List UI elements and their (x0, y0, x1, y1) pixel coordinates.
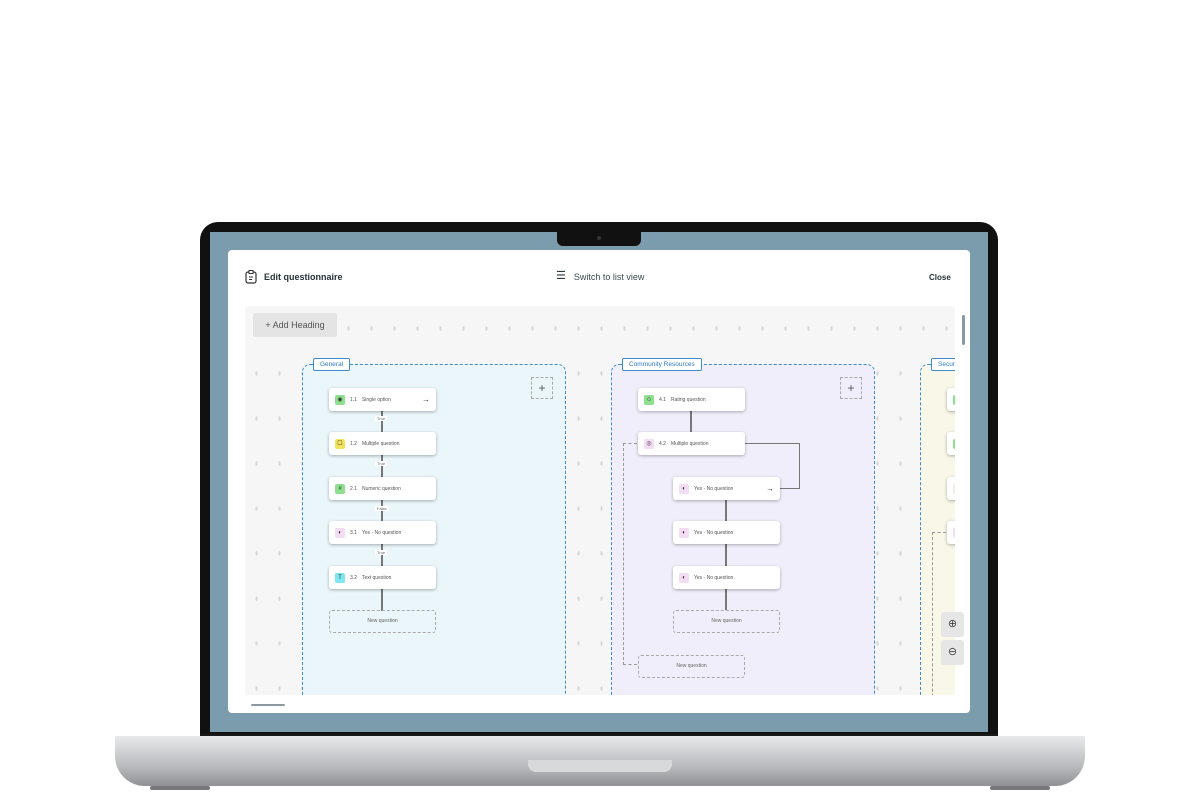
group-label[interactable]: Community Resources (622, 358, 702, 371)
switch-label: Switch to list view (573, 271, 645, 282)
camera-icon (597, 236, 601, 240)
group-security: Secur (920, 358, 955, 695)
group-label[interactable]: General (313, 358, 351, 371)
add-question-button[interactable]: + (840, 377, 862, 399)
half-circle-icon: ◐ (335, 527, 345, 538)
question-label: Single option (361, 396, 391, 403)
text-icon: T (335, 572, 345, 583)
question-card[interactable]: ◐ Yes - No question → (673, 477, 780, 500)
arrow-right-icon[interactable]: → (766, 484, 774, 493)
question-card[interactable] (947, 432, 955, 455)
question-card[interactable]: ◐ 3.1 Yes - No question (329, 521, 436, 544)
question-number: 1.2 (350, 440, 357, 447)
checklist-icon: ☰ (556, 270, 566, 282)
link-label: False (375, 506, 389, 511)
question-label: Yes - No question (694, 574, 734, 581)
link-label: True (375, 461, 388, 466)
laptop-foot (990, 786, 1050, 790)
clipboard-icon (245, 270, 257, 284)
question-label: Yes - No question (361, 529, 402, 536)
question-card[interactable]: ◉ 1.1 Single option → (329, 388, 436, 411)
page-title: Edit questionnaire (264, 272, 343, 282)
half-circle-icon: ◐ (679, 527, 689, 538)
group-community-resources: Community Resources + ✩ 4.1 Rating questio… (611, 358, 875, 695)
link-label: True (375, 550, 388, 555)
question-label: Numeric question (361, 485, 401, 492)
flow-canvas[interactable]: + Add Heading General + ◉ 1.1 Single optio… (245, 306, 955, 695)
question-card[interactable]: T 3.2 Text question (329, 566, 436, 589)
laptop-foot (150, 786, 210, 790)
question-card[interactable] (947, 388, 955, 411)
question-number: 2.1 (350, 485, 357, 492)
close-button[interactable]: Close (929, 273, 951, 282)
number-icon: # (335, 483, 345, 494)
question-card[interactable]: ◐ Yes - No question (673, 521, 780, 544)
question-number: 4.1 (659, 396, 666, 403)
question-card[interactable]: ◎ 4.2 Multiple question (638, 432, 745, 455)
add-heading-button[interactable]: + Add Heading (253, 313, 337, 337)
add-question-button[interactable]: + (531, 377, 553, 399)
new-question-placeholder[interactable]: New question (638, 655, 745, 678)
new-question-placeholder[interactable]: New question (673, 610, 780, 633)
laptop-lip (528, 760, 672, 772)
vertical-scrollbar[interactable] (962, 315, 965, 345)
half-circle-icon: ◐ (679, 483, 689, 494)
question-label: Yes - No question (694, 529, 734, 536)
question-card[interactable]: #2.1 Numeric question (329, 477, 436, 500)
arrow-right-icon[interactable]: → (422, 395, 430, 404)
link-label: True (375, 416, 388, 421)
question-card[interactable] (947, 521, 955, 544)
group-label[interactable]: Secur (931, 358, 955, 371)
question-label: Rating question (670, 396, 706, 403)
question-number: 3.2 (350, 574, 357, 581)
switch-to-list-view-button[interactable]: ☰ Switch to list view (556, 271, 644, 282)
question-label: Multiple question (670, 440, 709, 447)
question-label: Yes - No question (694, 485, 734, 492)
question-card[interactable] (947, 477, 955, 500)
question-number: 1.1 (350, 396, 357, 403)
new-question-placeholder[interactable]: New question (329, 610, 436, 633)
question-number: 3.1 (350, 529, 357, 536)
zoom-in-icon[interactable]: ⊕ (941, 612, 964, 637)
zoom-out-icon[interactable]: ⊖ (941, 640, 964, 665)
group-general: General + ◉ 1.1 Single option → True ☐ 1.2 Mu… (302, 358, 566, 695)
checkbox-icon: ☐ (335, 438, 345, 449)
horizontal-scrollbar[interactable] (251, 704, 285, 706)
radio-icon: ◉ (335, 394, 345, 405)
star-icon: ✩ (644, 394, 654, 405)
checkbox-icon: ◎ (644, 438, 654, 449)
question-card[interactable]: ◐ Yes - No question (673, 566, 780, 589)
question-card[interactable]: ✩ 4.1 Rating question (638, 388, 745, 411)
question-card[interactable]: ☐ 1.2 Multiple question (329, 432, 436, 455)
half-circle-icon: ◐ (679, 572, 689, 583)
question-number: 4.2 (659, 440, 666, 447)
question-label: Multiple question (361, 440, 400, 447)
question-label: Text question (361, 574, 392, 581)
